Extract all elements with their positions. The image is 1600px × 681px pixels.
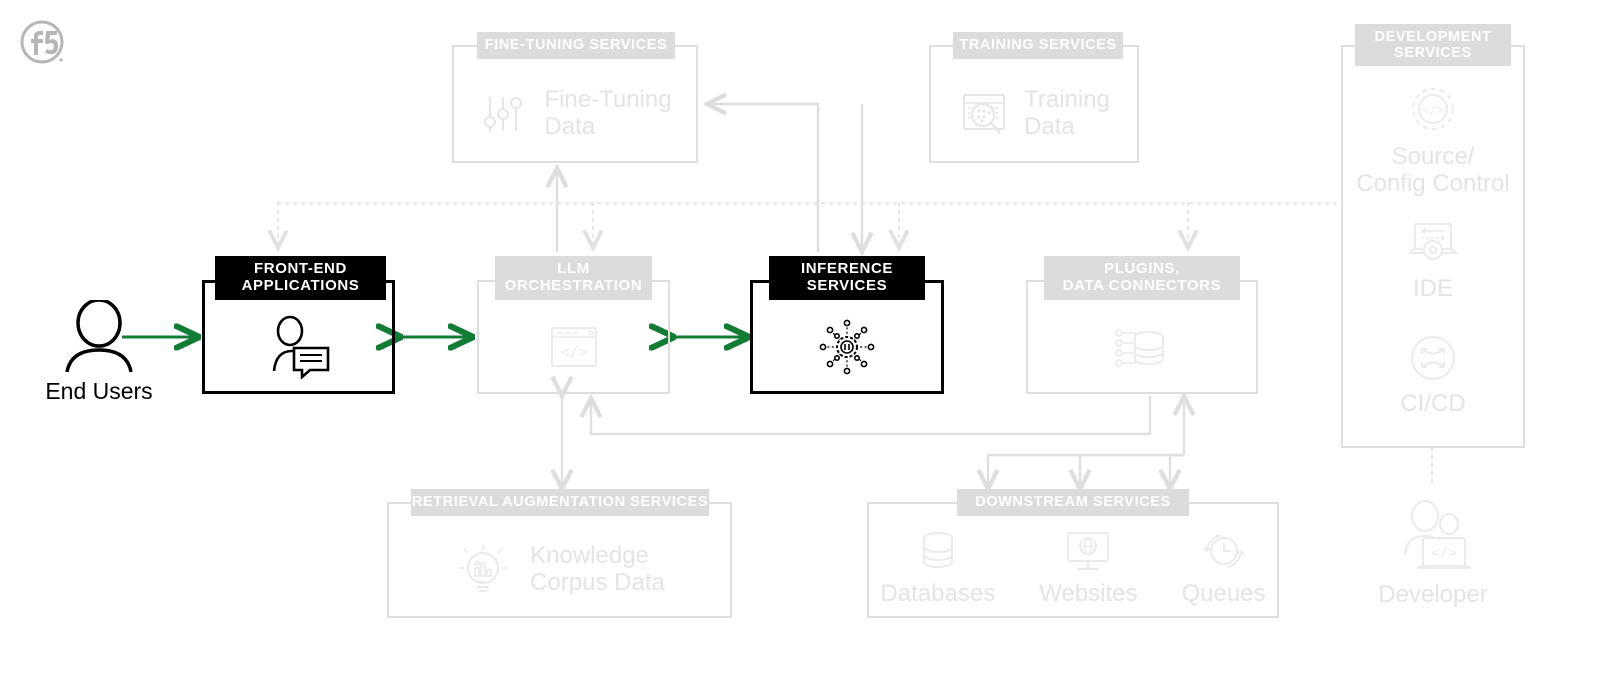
development-services-header: DEVELOPMENT SERVICES	[1355, 24, 1511, 66]
websites-tile: Websites	[1039, 529, 1137, 608]
downstream-services-header: DOWNSTREAM SERVICES	[957, 489, 1189, 516]
databases-label: Databases	[880, 579, 996, 607]
laptop-gear-icon	[1407, 223, 1459, 260]
svg-text:</>: </>	[560, 343, 587, 361]
knowledge-corpus-data-tile: Knowledge Corpus Data	[454, 542, 665, 598]
front-end-applications-body	[202, 300, 395, 394]
front-end-applications-header: FRONT-END APPLICATIONS	[215, 256, 386, 300]
arrow-plugins-to-downstream-1	[988, 453, 1184, 489]
queues-label: Queues	[1181, 579, 1266, 607]
fine-tuning-data-tile: Fine-Tuning Data	[478, 86, 672, 141]
database-icon	[922, 531, 953, 568]
cicd-label: CI/CD	[1400, 390, 1466, 417]
f5-logo	[20, 20, 66, 66]
llm-orchestration-body: </>	[477, 300, 670, 394]
retrieval-augmentation-services-header: RETRIEVAL AUGMENTATION SERVICES	[411, 489, 709, 516]
developer-label: Developer	[1378, 581, 1488, 608]
user-chat-icon	[272, 315, 329, 379]
cicd-tile: CI/CD	[1341, 331, 1525, 418]
gear-code-icon: </>	[1412, 88, 1454, 130]
ai-node-gear-icon	[819, 319, 875, 375]
cicd-arrows-icon	[1411, 336, 1455, 380]
source-config-control-tile: </> Source/ Config Control	[1341, 80, 1525, 198]
person-icon	[65, 300, 133, 372]
ide-tile: IDE	[1341, 218, 1525, 303]
source-config-control-label: Source/ Config Control	[1356, 143, 1510, 197]
arrow-plugins-to-downstream-3	[1170, 453, 1184, 489]
retrieval-augmentation-services-body: Knowledge Corpus Data	[387, 522, 732, 618]
plugins-data-connectors-body	[1026, 300, 1258, 394]
fine-tuning-data-label: Fine-Tuning Data	[544, 86, 672, 140]
queues-tile: Queues	[1181, 529, 1266, 608]
database-connector-icon	[1115, 329, 1164, 367]
training-data-tile: Training Data	[958, 86, 1110, 141]
developer: </> Developer	[1341, 498, 1525, 609]
arrow-plugins-to-orchestration	[591, 396, 1152, 436]
data-search-icon	[963, 94, 1006, 134]
development-services-body: </> Source/ Config Control IDE CI/CD	[1341, 66, 1525, 448]
queue-clock-icon	[1202, 533, 1245, 568]
developer-laptop-icon: </>	[1404, 500, 1472, 569]
inference-services-header: INFERENCE SERVICES	[769, 256, 925, 300]
training-services-body: Training Data	[929, 68, 1139, 160]
ide-label: IDE	[1412, 275, 1453, 302]
sliders-icon	[484, 97, 523, 131]
training-data-label: Training Data	[1024, 86, 1110, 140]
svg-text:</>: </>	[1422, 103, 1444, 117]
monitor-globe-icon	[1067, 531, 1110, 570]
fine-tuning-services-body: Fine-Tuning Data	[452, 68, 698, 160]
end-users-label: End Users	[45, 378, 153, 404]
arrow-inference-to-finetuning	[707, 104, 820, 252]
databases-tile: Databases	[880, 529, 995, 608]
websites-label: Websites	[1039, 579, 1138, 607]
svg-text:</>: </>	[1431, 545, 1456, 561]
fine-tuning-services-header: FINE-TUNING SERVICES	[477, 32, 675, 59]
end-users: End Users	[34, 300, 164, 405]
plugins-data-connectors-header: PLUGINS, DATA CONNECTORS	[1044, 256, 1240, 300]
llm-orchestration-header: LLM ORCHESTRATION	[495, 256, 652, 300]
knowledge-corpus-data-label: Knowledge Corpus Data	[530, 542, 665, 596]
lightbulb-chart-icon	[459, 545, 508, 592]
downstream-services-body: Databases Websites Queues	[867, 518, 1279, 618]
browser-code-icon: </>	[550, 327, 597, 367]
inference-services-body	[750, 300, 944, 394]
training-services-header: TRAINING SERVICES	[953, 32, 1123, 59]
